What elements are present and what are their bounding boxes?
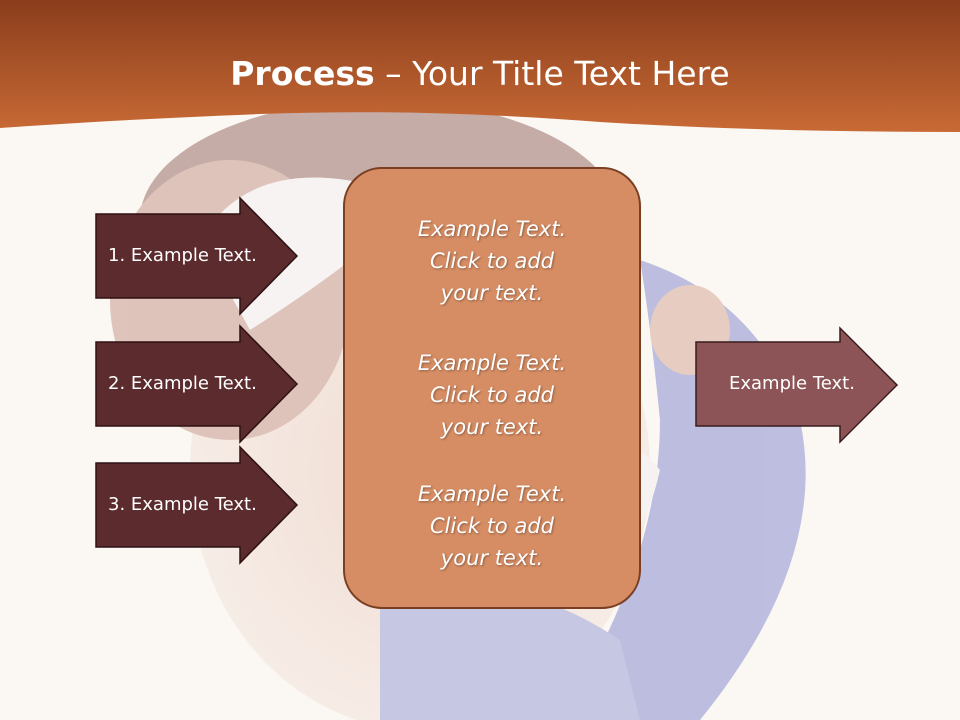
center-box (343, 167, 641, 609)
left-arrow-1 (95, 196, 299, 316)
box-line: Click to add (429, 249, 554, 273)
right-arrow (695, 326, 899, 444)
left-arrow-3 (95, 445, 299, 565)
box-line: Example Text. (417, 217, 567, 241)
left-arrow-1-label: 1. Example Text. (108, 245, 257, 266)
header-band (0, 0, 960, 132)
right-arrow-label: Example Text. (729, 373, 855, 394)
box-line: Click to add (429, 383, 554, 407)
box-line: Click to add (429, 514, 554, 538)
box-line: your text. (440, 546, 544, 570)
center-box-text-1: Example Text. Click to add your text. (348, 213, 636, 309)
center-box-text-3: Example Text. Click to add your text. (348, 478, 636, 574)
box-line: Example Text. (417, 482, 567, 506)
slide-title: Process – Your Title Text Here (0, 52, 960, 96)
box-line: your text. (440, 415, 544, 439)
left-arrow-2-label: 2. Example Text. (108, 373, 257, 394)
box-line: Example Text. (417, 351, 567, 375)
left-arrow-3-label: 3. Example Text. (108, 494, 257, 515)
center-box-text-2: Example Text. Click to add your text. (348, 347, 636, 443)
box-line: your text. (440, 281, 544, 305)
title-rest: – Your Title Text Here (374, 54, 730, 93)
left-arrow-2 (95, 324, 299, 444)
title-bold: Process (230, 54, 375, 93)
